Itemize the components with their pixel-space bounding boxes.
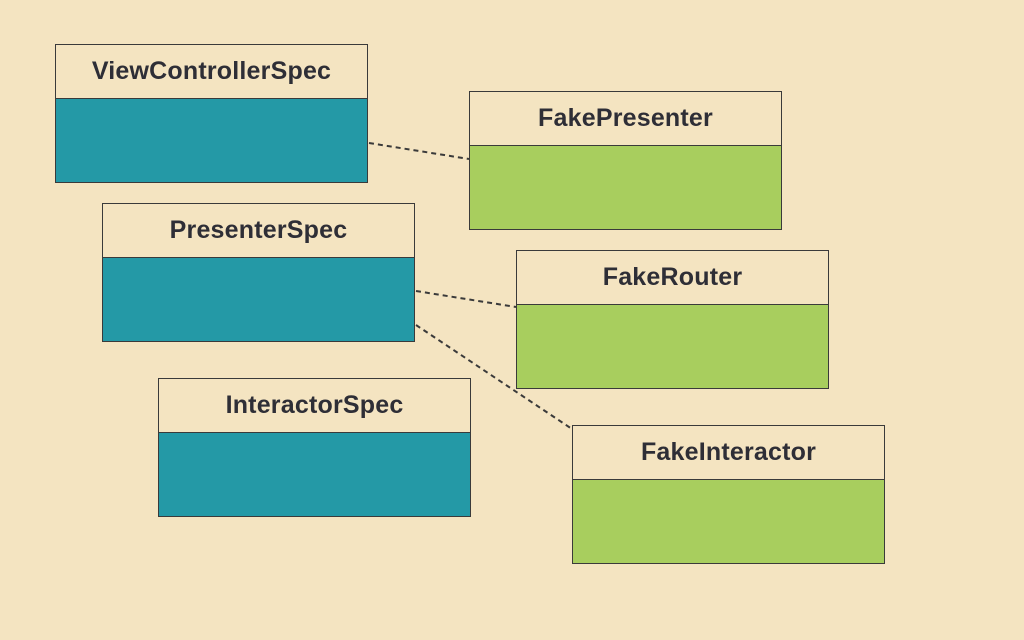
class-box-title: PresenterSpec	[103, 204, 414, 258]
class-box-body	[159, 433, 470, 516]
class-box-viewcontrollerspec: ViewControllerSpec	[55, 44, 368, 183]
class-box-fakeinteractor: FakeInteractor	[572, 425, 885, 564]
class-box-title: FakeInteractor	[573, 426, 884, 480]
class-box-body	[56, 99, 367, 182]
class-box-fakepresenter: FakePresenter	[469, 91, 782, 230]
class-box-fakerouter: FakeRouter	[516, 250, 829, 389]
class-box-body	[470, 146, 781, 229]
class-box-body	[573, 480, 884, 563]
connector-presenterspec-fakerouter	[415, 290, 517, 308]
class-box-title: ViewControllerSpec	[56, 45, 367, 99]
class-box-title: FakeRouter	[517, 251, 828, 305]
class-box-presenterspec: PresenterSpec	[102, 203, 415, 342]
class-box-body	[103, 258, 414, 341]
class-box-interactorspec: InteractorSpec	[158, 378, 471, 517]
class-box-title: InteractorSpec	[159, 379, 470, 433]
class-box-title: FakePresenter	[470, 92, 781, 146]
class-box-body	[517, 305, 828, 388]
connector-viewcontrollerspec-fakepresenter	[368, 142, 470, 160]
connector-presenterspec-fakeinteractor	[415, 324, 573, 430]
